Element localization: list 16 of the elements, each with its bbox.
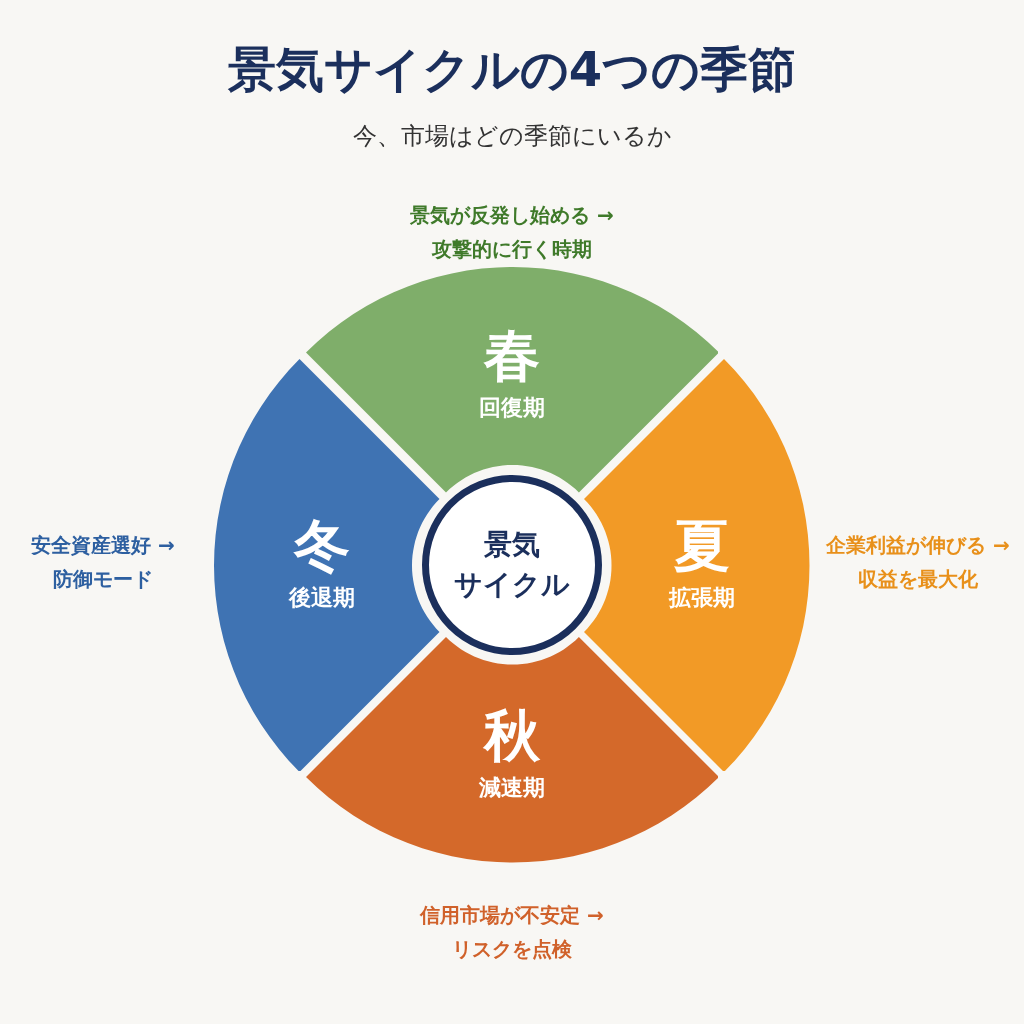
- season-label: 春: [484, 323, 540, 388]
- phase-label: 回復期: [479, 395, 545, 420]
- season-label: 冬: [294, 513, 350, 578]
- phase-label: 減速期: [479, 775, 545, 800]
- description-text: 信用市場が不安定 → リスクを点検: [419, 902, 605, 963]
- center-label: 景気サイクル: [453, 527, 571, 603]
- season-label: 秋: [484, 703, 540, 768]
- description-text: 景気が反発し始める → 攻撃的に行く時期: [409, 202, 615, 263]
- phase-label: 後退期: [289, 585, 355, 610]
- subtitle: 今、市場はどの季節にいるか: [352, 122, 672, 150]
- phase-label: 拡張期: [669, 585, 735, 610]
- center-circle: [422, 475, 602, 655]
- title: 景気サイクルの4つの季節: [227, 41, 797, 97]
- description-text: 安全資産選好 → 防御モード: [30, 532, 176, 593]
- description-text: 企業利益が伸びる → 収益を最大化: [825, 532, 1011, 593]
- season-label: 夏: [674, 513, 730, 578]
